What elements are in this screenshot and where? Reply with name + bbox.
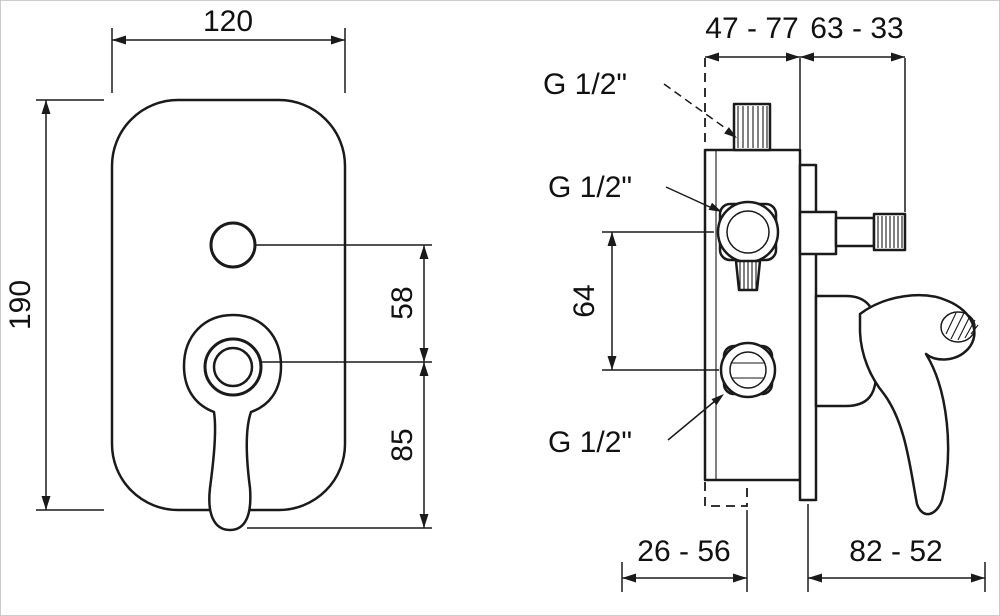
thread-label-top: G 1/2": [543, 68, 627, 101]
dim-text-58: 58: [386, 286, 419, 319]
arrow-down: [607, 356, 617, 370]
knurl-hatch: [739, 262, 757, 289]
arrow-down: [419, 348, 429, 362]
leader-arrow: [708, 202, 722, 212]
dim-text-64: 64: [568, 284, 601, 317]
arrow-right: [786, 52, 800, 62]
pipe-thread-hatch: [877, 216, 903, 248]
arrow-up: [41, 100, 51, 114]
arrow-right: [331, 35, 345, 45]
dim-top-depth: 47 - 77 63 - 33: [705, 12, 906, 212]
valve-body: [703, 148, 802, 482]
front-view: 120 190 58 85: [4, 5, 432, 532]
thread-label-bottom: G 1/2": [548, 426, 632, 459]
outlet-pipe: [798, 210, 907, 256]
arrow-left: [112, 35, 126, 45]
thread-boss-outline: [732, 102, 772, 152]
dim-text-190: 190: [4, 280, 37, 330]
dim-text-82-52: 82 - 52: [849, 535, 942, 568]
arrow-up: [419, 245, 429, 259]
side-view: G 1/2" G 1/2" G 1/2" 47 - 77 63 - 33: [543, 12, 986, 592]
dim-bottom-ranges: 26 - 56 82 - 52: [621, 504, 986, 592]
arrow-up: [607, 232, 617, 246]
top-thread-boss: [732, 102, 772, 152]
leader-bottom: [667, 400, 716, 441]
tip-hatch: [945, 312, 979, 341]
arrow-right: [971, 573, 985, 583]
leader-arrow: [711, 394, 724, 406]
dim-text-120: 120: [203, 5, 253, 38]
handle-tip-knurl: [940, 311, 979, 343]
lower-port: [719, 341, 777, 399]
arrow-right: [891, 52, 905, 62]
dim-width-120: 120: [111, 5, 346, 93]
arrow-right: [733, 573, 747, 583]
pipe-body: [834, 216, 876, 248]
arrow-left: [808, 573, 822, 583]
diverter-button: [209, 221, 257, 269]
dim-text-47-77: 47 - 77: [705, 12, 798, 45]
port-inner: [729, 351, 767, 389]
dim-height-190: 190: [4, 99, 104, 511]
leader-top-dashed: [663, 83, 729, 131]
port-inner: [726, 210, 770, 254]
arrow-down: [41, 496, 51, 510]
middle-port: [716, 200, 780, 292]
leader-arrow: [724, 127, 737, 138]
pipe-collar: [798, 210, 838, 256]
thread-label-mid: G 1/2": [548, 171, 632, 204]
dim-58-85: 58 85: [247, 244, 432, 529]
arrow-left: [800, 52, 814, 62]
arrow-left: [622, 573, 636, 583]
lever-handle-side: [858, 294, 976, 516]
dim-text-85: 85: [386, 428, 419, 461]
port-outer: [719, 341, 777, 399]
arrow-left: [705, 52, 719, 62]
handle-hub-inner: [212, 346, 254, 388]
dim-text-26-56: 26 - 56: [637, 535, 730, 568]
leader-mid: [665, 186, 713, 209]
arrow-down: [419, 514, 429, 528]
thread-hatch: [737, 106, 768, 148]
hidden-recess-dashed: [704, 482, 748, 507]
dim-port-spacing-64: 64: [568, 231, 719, 371]
dim-text-63-33: 63 - 33: [810, 12, 903, 45]
thread-labels: G 1/2" G 1/2" G 1/2": [543, 68, 737, 459]
arrow-up: [419, 362, 429, 376]
tip-outline: [940, 311, 976, 343]
